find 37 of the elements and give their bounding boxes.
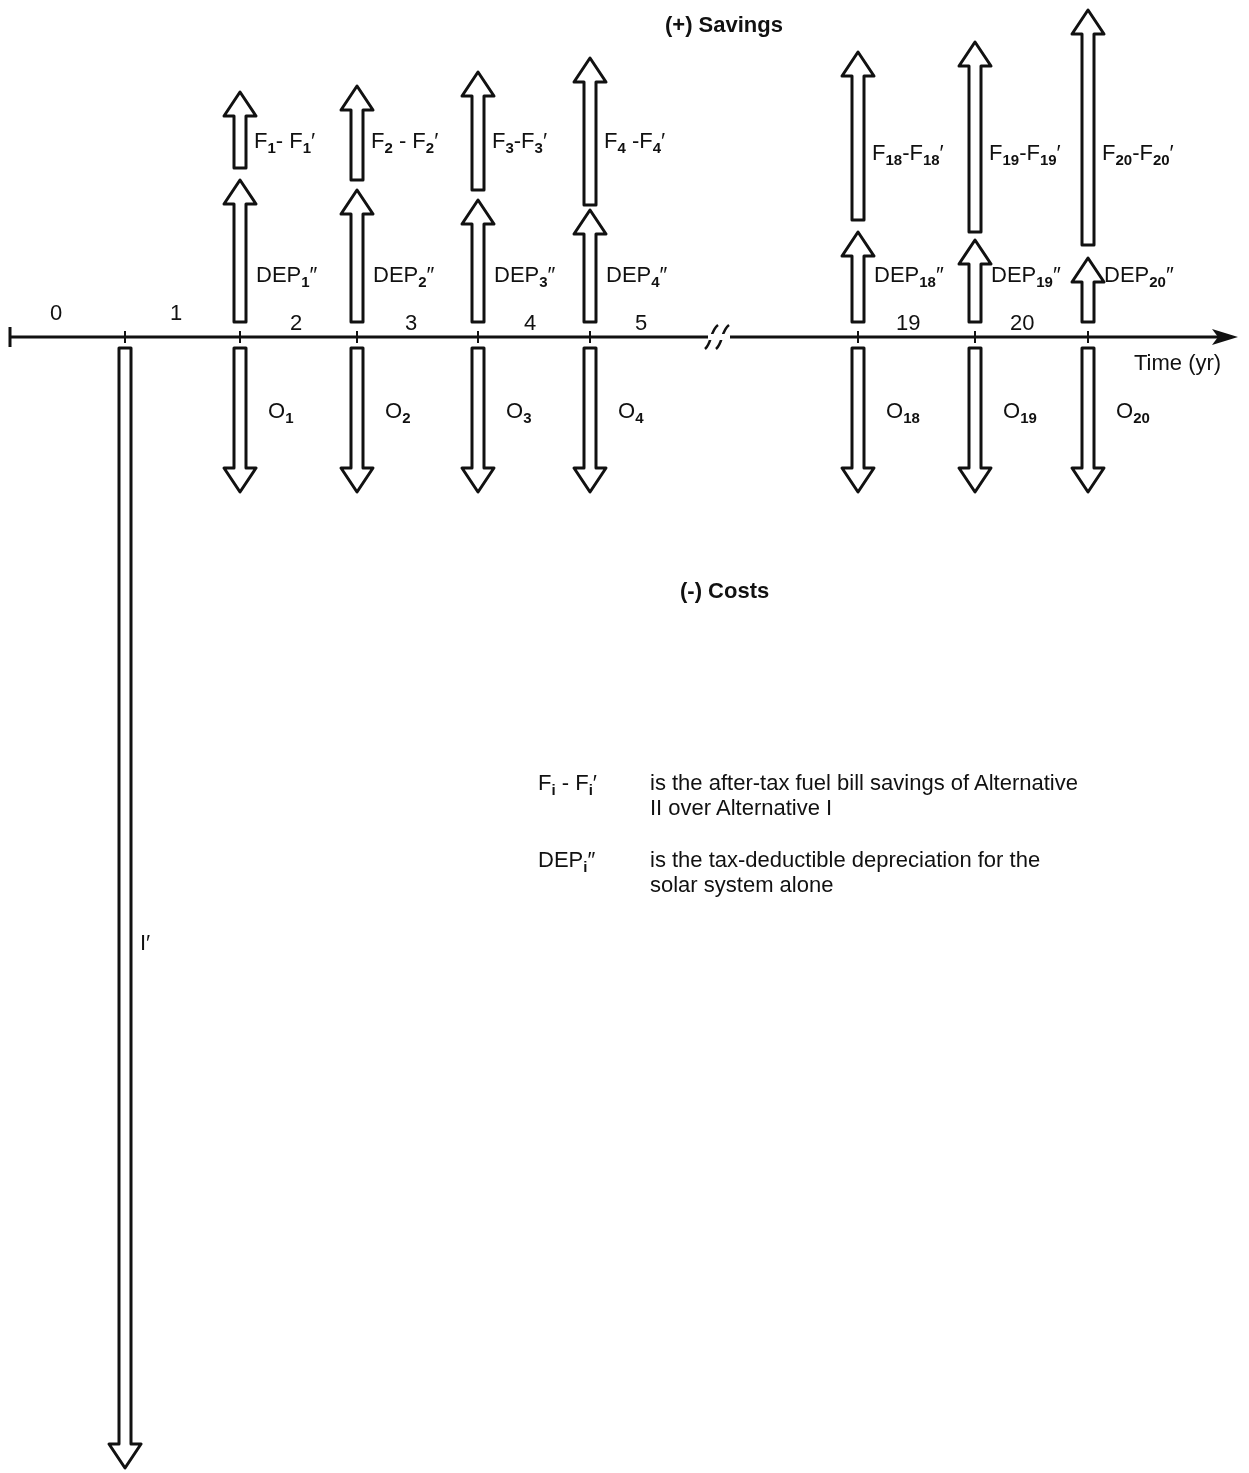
year-number: 3 (405, 310, 418, 336)
legend-symbol: DEP$_{i}$″ (538, 847, 596, 876)
cash-flow-label: F$_{18}$-F$_{18}$′ (872, 140, 944, 169)
cash-flow-label: F$_{3}$-F$_{3}$′ (492, 128, 548, 157)
legend-description: is the after-tax fuel bill savings of Alternative II over Alternative I (650, 770, 1079, 821)
cash-flow-label: DEP$_{20}$″ (1104, 262, 1174, 291)
cash-flow-label: O$_{3}$ (506, 398, 532, 427)
year-number: 19 (896, 310, 921, 336)
cash-flow-label: DEP$_{1}$″ (256, 262, 318, 291)
cash-flow-label: O$_{18}$ (886, 398, 920, 427)
legend-symbol: F$_{i}$ - F$_{i}$′ (538, 770, 597, 799)
axis-title: Time (yr) (1134, 350, 1222, 376)
cash-flow-label: DEP$_{2}$″ (373, 262, 435, 291)
cash-flow-label: DEP$_{18}$″ (874, 262, 944, 291)
legend-description: is the tax-deductible depreciation for the solar system alone (650, 847, 1042, 898)
axis-heading: (-) Costs (680, 578, 770, 604)
cash-flow-label: DEP$_{19}$″ (991, 262, 1061, 291)
cash-flow-label: F$_{19}$-F$_{19}$′ (989, 140, 1061, 169)
cash-flow-label: DEP$_{3}$″ (494, 262, 556, 291)
year-number: 20 (1010, 310, 1035, 336)
cash-flow-label: O$_{1}$ (268, 398, 294, 427)
year-number: 4 (524, 310, 537, 336)
cash-flow-label: DEP$_{4}$″ (606, 262, 668, 291)
cash-flow-label: O$_{2}$ (385, 398, 411, 427)
cash-flow-label: F$_{2}$ - F$_{2}$′ (371, 128, 439, 157)
year-number: 2 (290, 310, 303, 336)
cash-flow-label: O$_{4}$ (618, 398, 644, 427)
cash-flow-label: F$_{4}$ -F$_{4}$′ (604, 128, 666, 157)
year-number: 1 (170, 300, 183, 326)
cash-flow-label: O$_{19}$ (1003, 398, 1037, 427)
year-number: 0 (50, 300, 63, 326)
cash-flow-label: F$_{20}$-F$_{20}$′ (1102, 140, 1174, 169)
year-number: 5 (635, 310, 648, 336)
cash-flow-label: I′ (140, 930, 151, 956)
cash-flow-label: F$_{1}$- F$_{1}$′ (254, 128, 316, 157)
axis-heading: (+) Savings (665, 12, 783, 38)
cash-flow-label: O$_{20}$ (1116, 398, 1150, 427)
